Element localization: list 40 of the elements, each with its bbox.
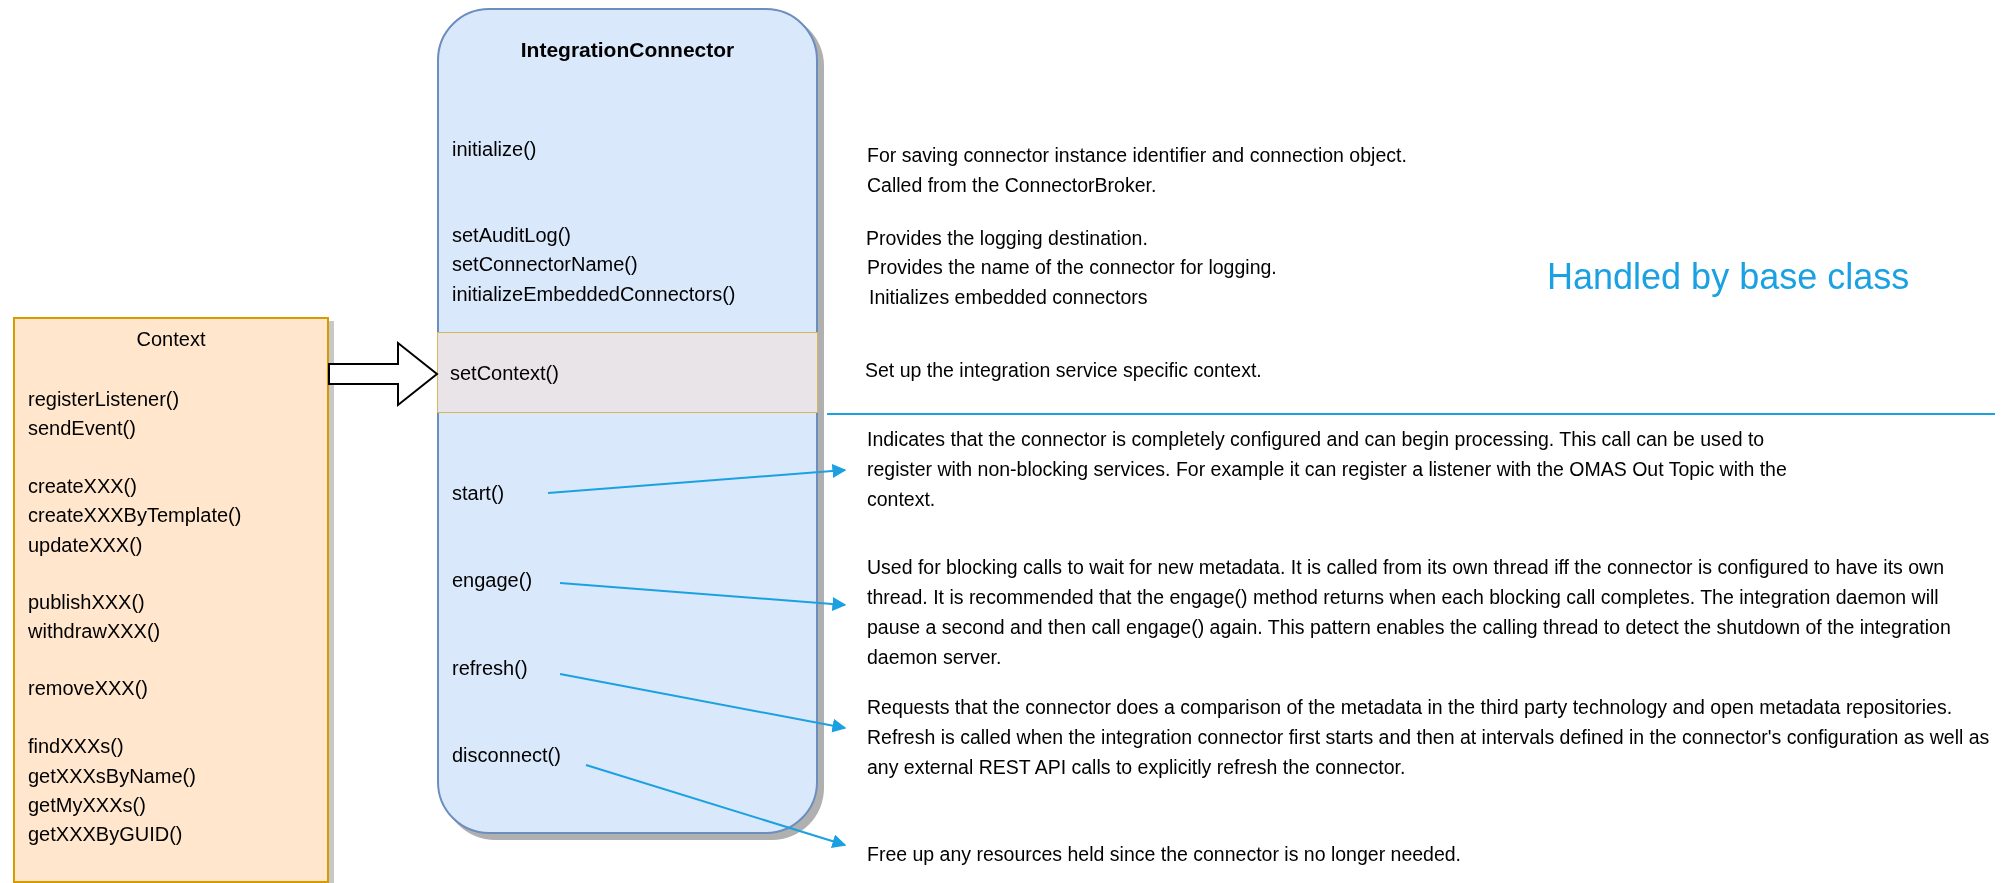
method-name: refresh() [452,654,560,683]
method-name: updateXXX() [28,533,143,558]
description-text: Called from the ConnectorBroker. [867,173,1157,198]
description-text: Indicates that the connector is completely configured and can begin processing. This call can be used to register with non-blocking services. For example it can register a listener with the OMAS Out Topic with the context. [845,424,1802,514]
method-name: getMyXXXs() [28,793,146,818]
method-name: createXXXByTemplate() [28,503,242,528]
method-name: initialize() [452,137,537,162]
method-name: publishXXX() [28,590,145,615]
description-text: Used for blocking calls to wait for new metadata. It is called from its own thread iff the connector is configured to have its own thread. It is recommended that the engage() method returns when each blocking call completes. The integration daemon will pause a second and then call engage() again. This pattern enables the calling thread to detect the shutdown of the integration daemon server. [845,552,1957,672]
method-name: registerListener() [28,387,180,412]
method-name: start() [452,479,548,508]
description-text: Free up any resources held since the connector is no longer needed. [845,839,1765,869]
method-name: getXXXsByName() [28,764,196,789]
arrow [547,464,847,494]
description-text: Set up the integration service specific context. [865,358,1262,383]
method-name: setConnectorName() [452,252,638,277]
method-name: removeXXX() [28,676,149,701]
block-arrow [328,340,439,408]
description-text: Requests that the connector does a comparison of the metadata in the third party technology and open metadata repositories. Refresh is called when the integration connector first starts and then at intervals defined in the connector's configuration as well as any external REST API calls to explicitly refresh the connector. [845,692,2003,782]
class-title: Context [135,327,207,352]
annotation-text: Handled by base class [1547,255,1910,299]
method-name: sendEvent() [28,416,136,441]
method-name: setAuditLog() [452,223,571,248]
description-text: Initializes embedded connectors [869,285,1148,310]
arrow [585,764,847,848]
method-name: findXXXs() [28,734,124,759]
description-text: Provides the logging destination. [866,226,1148,251]
description-text: Provides the name of the connector for logging. [867,255,1277,280]
method-name: disconnect() [452,741,586,770]
method-band [437,332,818,413]
description-text: For saving connector instance identifier and connection object. [867,143,1407,168]
method-name: withdrawXXX() [28,619,161,644]
method-name: initializeEmbeddedConnectors() [452,282,736,307]
method-name: engage() [452,566,560,595]
class-title: IntegrationConnector [519,37,736,63]
arrow [559,582,847,611]
method-name: createXXX() [28,474,137,499]
arrow [559,673,847,733]
method-name: getXXXByGUID() [28,822,183,847]
method-name: setContext() [450,361,559,386]
